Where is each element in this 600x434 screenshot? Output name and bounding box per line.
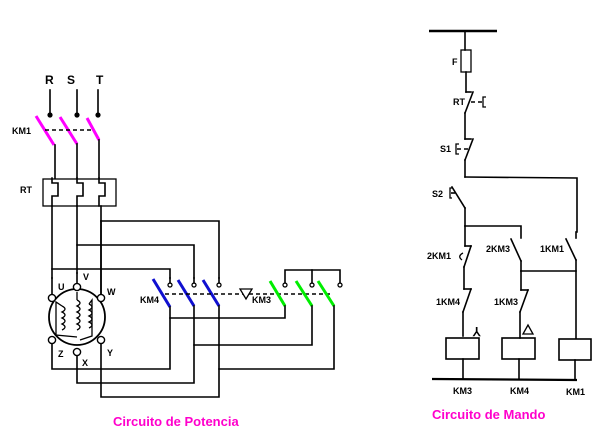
km1-timed-label: 2KM1: [427, 251, 451, 261]
control-circuit: F RT S1 S2: [427, 29, 592, 422]
km1-timed-contact: [459, 225, 473, 290]
km3-aux-nc-contact: [518, 270, 530, 339]
coil-km4: [501, 337, 536, 360]
terminal-v: V: [83, 272, 89, 282]
km3-label: KM3: [252, 295, 271, 305]
interlock-triangle-icon: [238, 288, 254, 301]
star-symbol: ⅄: [472, 325, 481, 339]
phase-label-s: S: [67, 73, 75, 87]
fuse-icon: [460, 49, 472, 73]
km1-label: KM1: [12, 126, 31, 136]
thermal-relay: [42, 177, 117, 207]
terminal-z: Z: [58, 349, 64, 359]
motor: [47, 220, 106, 357]
km4-aux-nc-label: 1KM4: [436, 297, 460, 307]
terminal-y: Y: [107, 348, 113, 358]
km4-feed-wires: [51, 220, 220, 279]
km4-aux-nc-contact: [461, 287, 473, 337]
rt-nc-contact: [463, 90, 486, 140]
supply-lines: [47, 89, 101, 118]
s2-label: S2: [432, 189, 443, 199]
km4-contacts: [151, 277, 222, 308]
control-circuit-title: Circuito de Mando: [432, 407, 545, 422]
phase-label-r: R: [45, 73, 54, 87]
rt-label: RT: [20, 185, 32, 195]
terminal-u: U: [58, 282, 65, 292]
km3-contacts: [268, 269, 343, 307]
km1-contacts: [34, 115, 101, 179]
km1-aux-no-label: 1KM1: [540, 244, 564, 254]
s1-stop-button[interactable]: [455, 137, 475, 178]
km1-aux-no-contact: [564, 231, 578, 339]
delta-symbol-icon: [521, 323, 535, 335]
coil-label-km4: KM4: [510, 386, 529, 396]
phase-label-t: T: [96, 73, 104, 87]
km3-aux-no-contact: [509, 237, 523, 272]
terminal-w: W: [107, 287, 116, 297]
power-circuit-title: Circuito de Potencia: [113, 414, 239, 429]
coil-km3: [445, 337, 480, 360]
s1-label: S1: [440, 144, 451, 154]
km4-label: KM4: [140, 295, 159, 305]
bottom-bus: [431, 377, 578, 382]
fuse-label: F: [452, 57, 458, 67]
coil-label-km1: KM1: [566, 387, 585, 397]
coil-km1: [558, 338, 592, 361]
km3-aux-no-label: 2KM3: [486, 244, 510, 254]
rt-contact-label: RT: [453, 97, 465, 107]
km3-aux-nc-label: 1KM3: [494, 297, 518, 307]
lower-wiring: [51, 305, 335, 398]
s2-start-button[interactable]: [449, 185, 467, 227]
terminal-x: X: [82, 358, 88, 368]
power-circuit: R S T KM1 RT: [12, 73, 343, 429]
coil-label-km3: KM3: [453, 386, 472, 396]
